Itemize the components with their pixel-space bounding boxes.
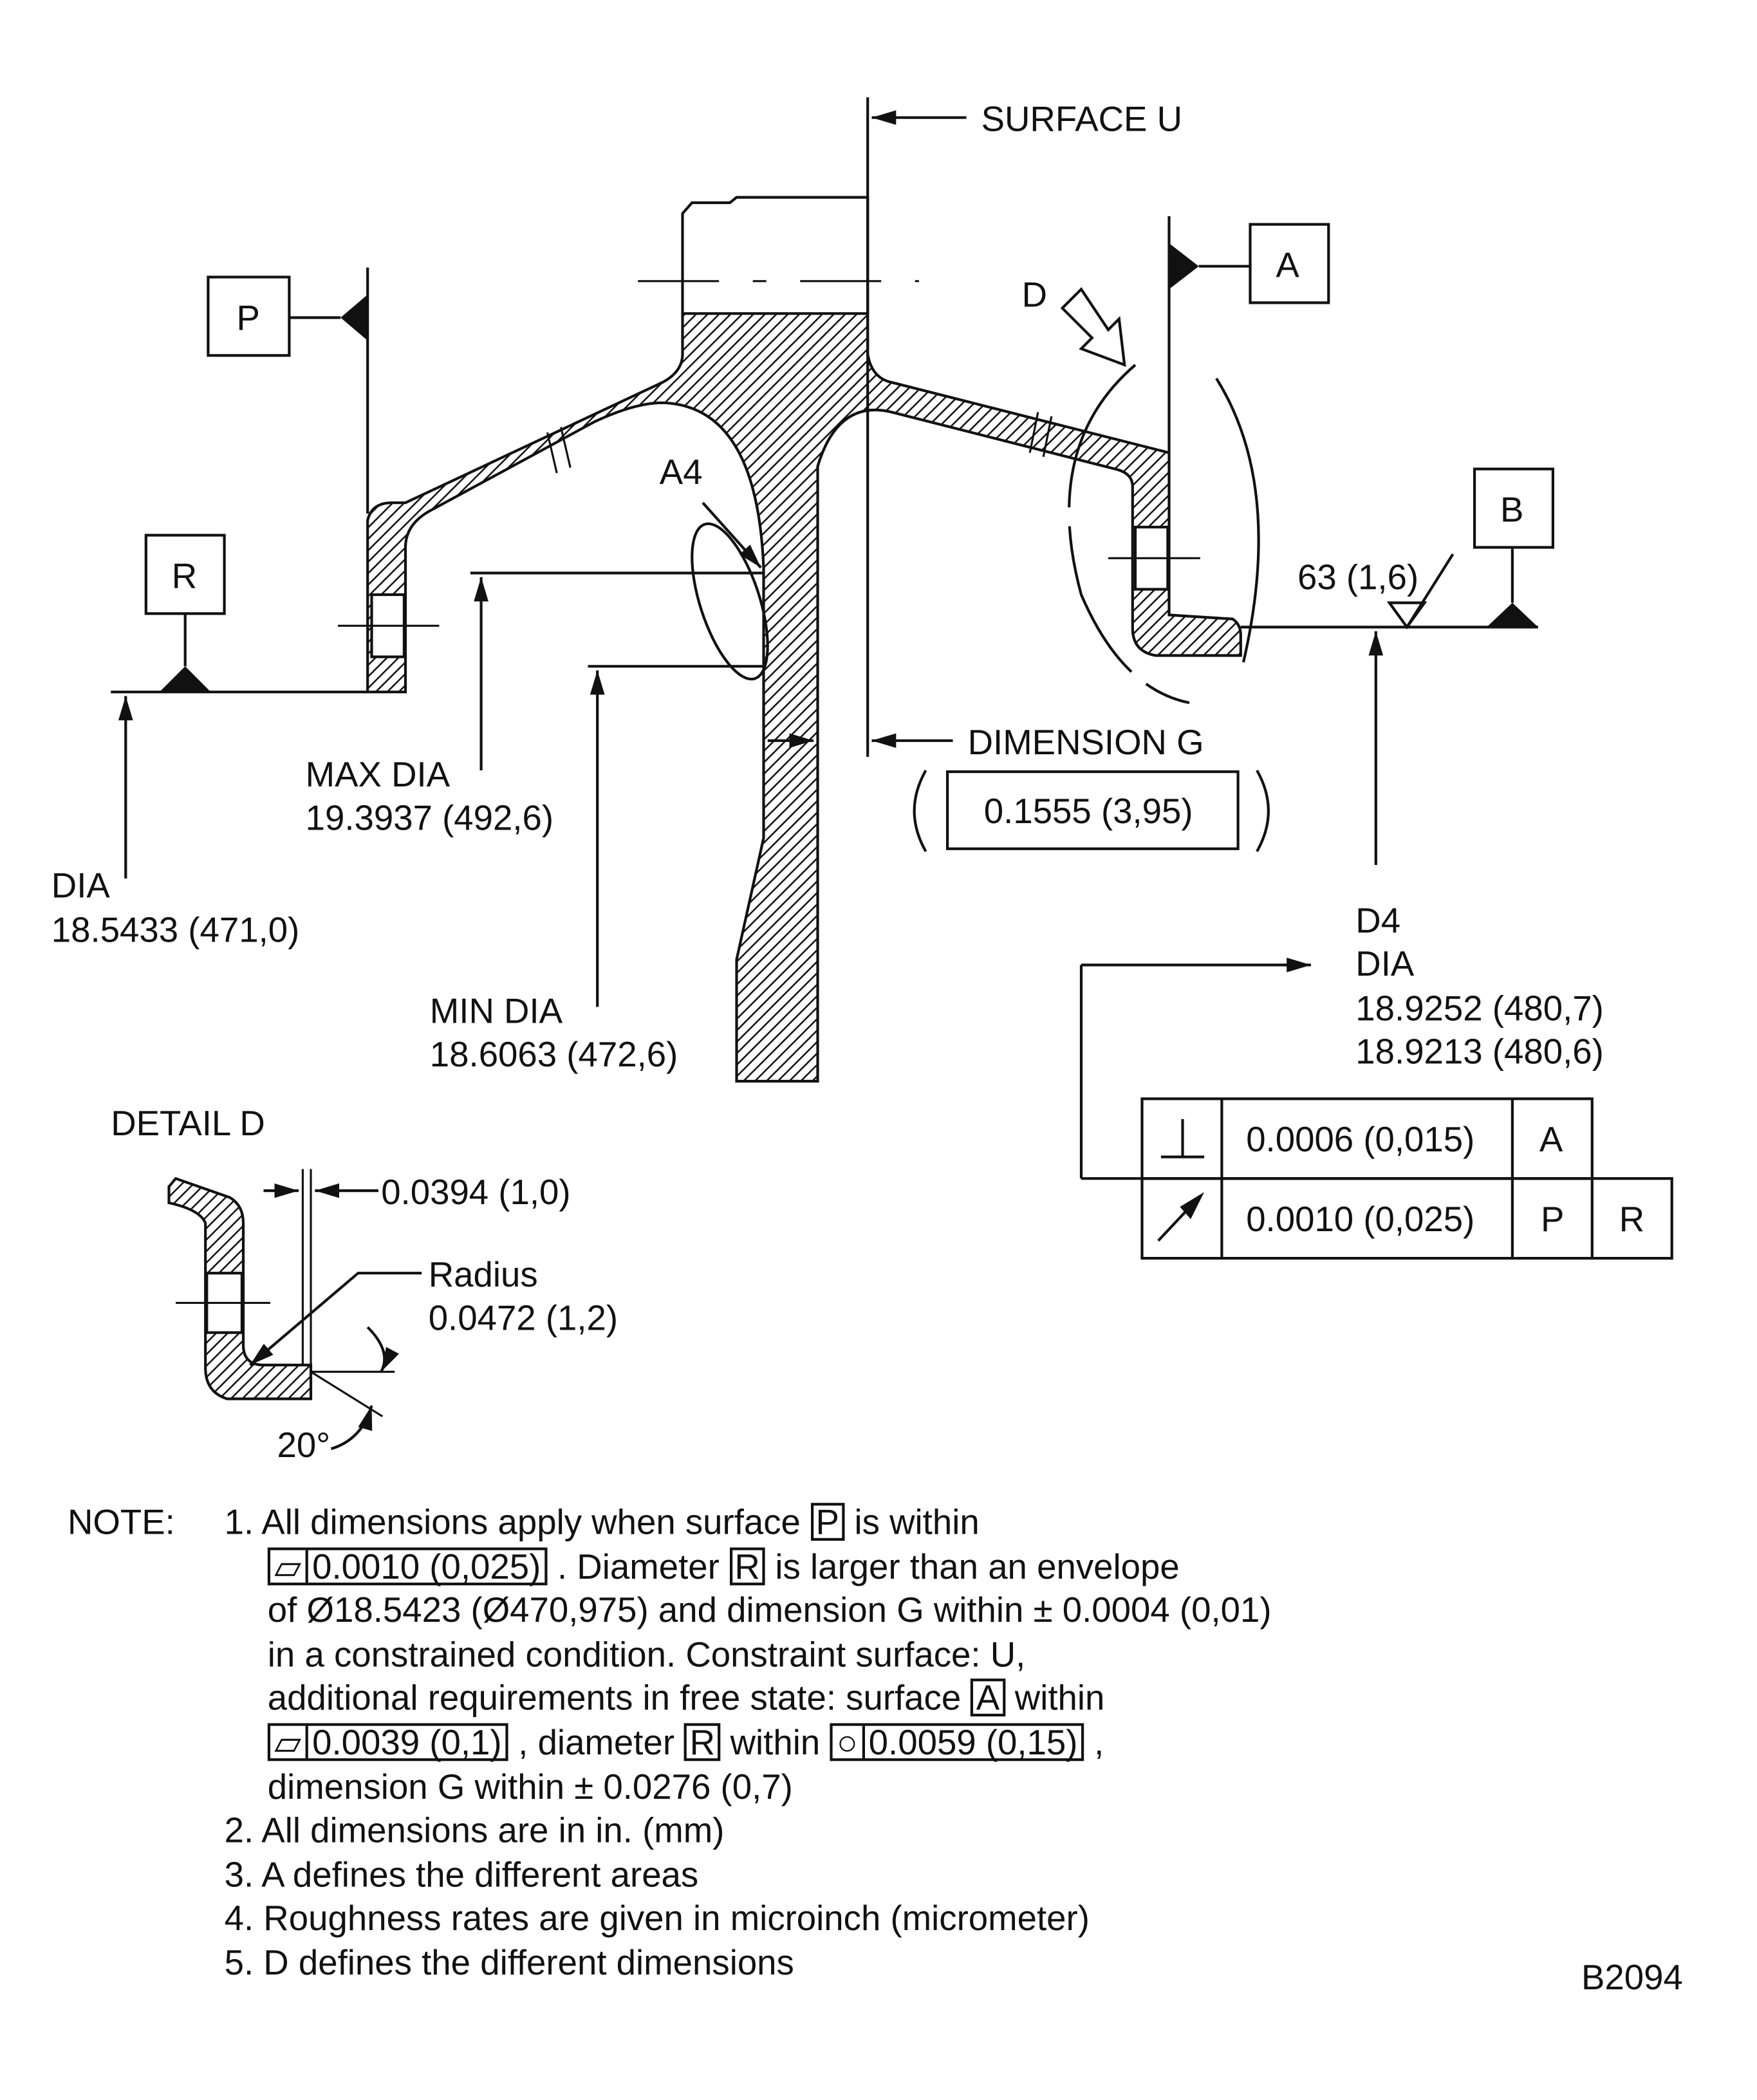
fcf-datum-a: A <box>1539 1120 1563 1159</box>
note-1-line-2: ▱0.0010 (0,025) . Diameter R is larger t… <box>68 1544 1272 1588</box>
note-1-line-5: additional requirements in free state: s… <box>267 1677 1105 1718</box>
d4-upper-value: 18.9252 (480,7) <box>1355 989 1604 1028</box>
d4-dia-label: DIA <box>1355 944 1415 983</box>
flatness-frame: ▱0.0010 (0,025) <box>267 1545 548 1586</box>
max-dia-value: 19.3937 (492,6) <box>306 798 554 837</box>
note-5: 5. D defines the different dimensions <box>224 1942 794 1983</box>
detail-d-marker: D <box>1022 275 1047 315</box>
note-1-line-6: ▱0.0039 (0,1) , diameter R within ○0.005… <box>68 1720 1272 1764</box>
note-1-line-3: of Ø18.5423 (Ø470,975) and dimension G w… <box>267 1589 1272 1630</box>
detail-angle: 20° <box>277 1426 330 1465</box>
detail-gap-value: 0.0394 (1,0) <box>381 1173 570 1212</box>
max-dia-label: MAX DIA <box>306 755 451 794</box>
note-2: 2. All dimensions are in in. (mm) <box>224 1810 725 1851</box>
roughness-label: 63 (1,6) <box>1297 558 1418 597</box>
fcf-datum-p: P <box>1541 1200 1564 1239</box>
fcf-tolerance-1: 0.0006 (0,015) <box>1246 1120 1474 1159</box>
notes-block: NOTE:1. All dimensions apply when surfac… <box>68 1500 1272 1985</box>
datum-b-label: B <box>1500 490 1523 530</box>
datum-ref-r: R <box>684 1723 721 1761</box>
surface-u-label: SURFACE U <box>981 100 1182 139</box>
note-1-line-7: dimension G within ± 0.0276 (0,7) <box>267 1765 793 1807</box>
radius-value: 0.0472 (1,2) <box>429 1298 618 1337</box>
perpendicularity-icon <box>1160 1119 1205 1158</box>
note-3: 3. A defines the different areas <box>224 1854 699 1895</box>
note-1-line-1: NOTE:1. All dimensions apply when surfac… <box>68 1500 1272 1544</box>
d4-label: D4 <box>1355 901 1400 940</box>
flatness-icon: ▱ <box>274 1545 302 1586</box>
datum-r-label: R <box>172 556 197 595</box>
hub-top <box>681 196 869 314</box>
datum-p-label: P <box>236 298 259 337</box>
area-label-a4: A4 <box>660 452 703 492</box>
part-section <box>366 312 1242 1083</box>
dimension-g-label: DIMENSION G <box>968 723 1204 762</box>
feature-control-frame: 0.0006 (0,015) A 0.0010 (0,025) P R <box>1140 1097 1673 1260</box>
flatness-frame: ▱0.0039 (0,1) <box>267 1722 509 1763</box>
notes-heading: NOTE: <box>67 1501 175 1543</box>
dia-value: 18.5433 (471,0) <box>51 911 300 950</box>
note-4: 4. Roughness rates are given in microinc… <box>224 1898 1090 1939</box>
datum-ref-r: R <box>729 1547 766 1585</box>
circularity-frame: ○0.0059 (0,15) <box>830 1723 1084 1761</box>
min-dia-value: 18.6063 (472,6) <box>430 1035 678 1074</box>
datum-a-label: A <box>1276 245 1299 284</box>
datum-ref-a: A <box>971 1678 1005 1717</box>
figure-id: B2094 <box>1581 1956 1683 1998</box>
fcf-tolerance-2: 0.0010 (0,025) <box>1246 1200 1474 1239</box>
radius-label: Radius <box>429 1255 538 1294</box>
detail-d-title: DETAIL D <box>111 1104 265 1143</box>
dia-label: DIA <box>51 866 111 905</box>
datum-ref-p: P <box>810 1503 845 1541</box>
min-dia-label: MIN DIA <box>430 992 563 1031</box>
circularity-icon: ○ <box>836 1722 858 1763</box>
dimension-g-value: 0.1555 (3,95) <box>984 792 1193 831</box>
fcf-datum-r: R <box>1619 1200 1644 1239</box>
note-1-line-4: in a constrained condition. Constraint s… <box>267 1633 1026 1675</box>
d4-lower-value: 18.9213 (480,6) <box>1355 1032 1604 1072</box>
flatness-icon: ▱ <box>274 1722 302 1763</box>
